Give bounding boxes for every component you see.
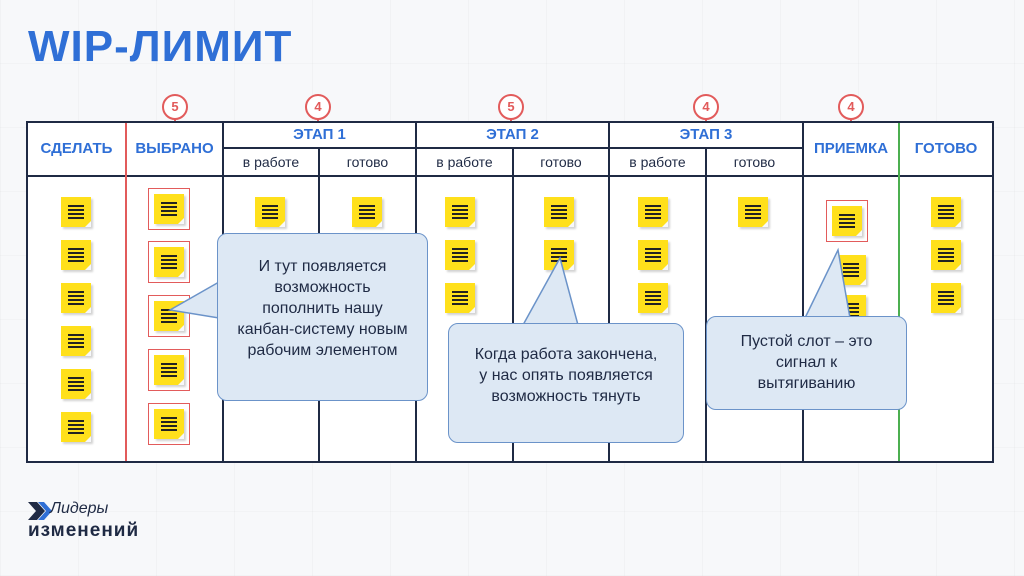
- sticky-note: [638, 240, 668, 270]
- column-divider: [608, 123, 610, 461]
- sticky-note: [154, 355, 184, 385]
- sticky-note: [154, 194, 184, 224]
- wip-slot: [148, 349, 190, 391]
- sticky-note: [61, 326, 91, 356]
- wip-slot: [148, 188, 190, 230]
- callout-replenish: И тут появляется возможность пополнить н…: [217, 233, 428, 401]
- sticky-note: [255, 197, 285, 227]
- column-header-stage3: ЭТАП 3: [679, 126, 733, 143]
- column-header-done: ГОТОВО: [914, 140, 978, 157]
- column-divider-done: [898, 123, 900, 461]
- sticky-note: [832, 206, 862, 236]
- sticky-note: [544, 197, 574, 227]
- sticky-note: [154, 247, 184, 277]
- sticky-note: [738, 197, 768, 227]
- subheader-in-progress: в работе: [629, 154, 686, 170]
- sticky-note: [638, 197, 668, 227]
- wip-slot: [148, 295, 190, 337]
- subheader-in-progress: в работе: [242, 154, 300, 170]
- column-divider: [512, 147, 514, 461]
- subheader-ready: готово: [346, 154, 389, 170]
- wip-limit-stage1: 4: [305, 94, 331, 120]
- wip-limit-acceptance: 4: [838, 94, 864, 120]
- callout-replenish-text: И тут появляется возможность пополнить н…: [237, 258, 408, 359]
- callout-empty-slot-text: Пустой слот – это сигнал к вытягиванию: [740, 333, 873, 392]
- wip-slot: [148, 241, 190, 283]
- sticky-note: [61, 412, 91, 442]
- sticky-note: [352, 197, 382, 227]
- subheader-ready: готово: [733, 154, 776, 170]
- page-title: WIP-ЛИМИТ: [28, 22, 293, 71]
- wip-limit-stage2: 5: [498, 94, 524, 120]
- column-divider: [802, 123, 804, 461]
- subheader-ready: готово: [540, 154, 582, 170]
- wip-limit-stage3: 4: [693, 94, 719, 120]
- sticky-note: [931, 283, 961, 313]
- callout-empty-slot: Пустой слот – это сигнал к вытягиванию: [706, 316, 907, 410]
- callout-work-done-text: Когда работа закончена, у нас опять появ…: [474, 346, 658, 405]
- sticky-note: [931, 240, 961, 270]
- column-header-selected: ВЫБРАНО: [135, 140, 214, 157]
- wip-limit-selected: 5: [162, 94, 188, 120]
- sticky-note: [931, 197, 961, 227]
- sticky-note: [61, 283, 91, 313]
- column-header-stage1: ЭТАП 1: [293, 126, 346, 143]
- sticky-note: [445, 283, 475, 313]
- empty-wip-slot: [826, 200, 868, 242]
- sticky-note: [61, 240, 91, 270]
- sticky-note: [544, 240, 574, 270]
- column-divider-selected: [125, 123, 127, 461]
- header-bottom-line: [28, 175, 992, 177]
- sticky-note: [445, 197, 475, 227]
- sticky-note: [638, 283, 668, 313]
- sticky-note: [836, 255, 866, 285]
- column-header-todo: СДЕЛАТЬ: [40, 140, 113, 157]
- chevron-logo-icon: [28, 502, 52, 520]
- column-header-stage2: ЭТАП 2: [486, 126, 539, 143]
- logo-line2: изменений: [28, 520, 140, 541]
- sticky-note: [445, 240, 475, 270]
- sticky-note: [154, 409, 184, 439]
- callout-work-done: Когда работа закончена, у нас опять появ…: [448, 323, 684, 443]
- sticky-note: [154, 301, 184, 331]
- subheader-in-progress: в работе: [436, 154, 493, 170]
- column-divider: [705, 147, 707, 461]
- column-header-acceptance: ПРИЕМКА: [813, 140, 889, 157]
- wip-slot: [148, 403, 190, 445]
- logo-line1: Лидеры: [50, 500, 109, 517]
- sticky-note: [61, 369, 91, 399]
- sticky-note: [61, 197, 91, 227]
